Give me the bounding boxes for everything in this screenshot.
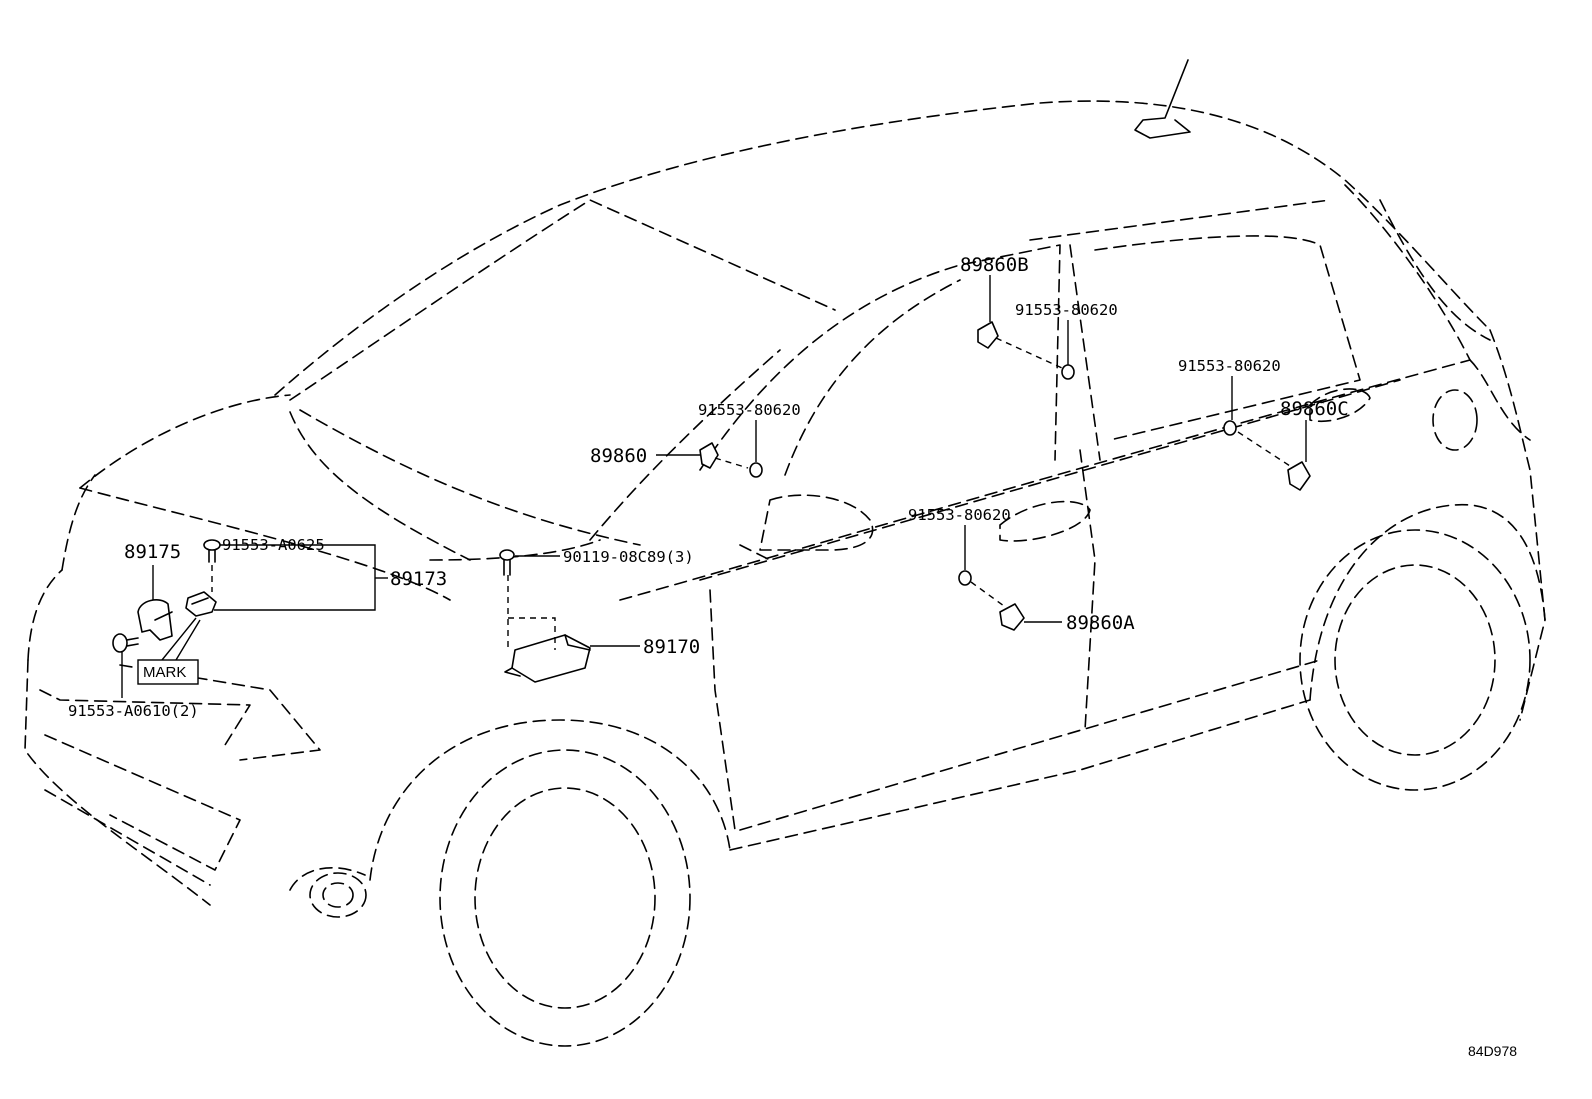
side-sensor-89860 — [699, 442, 763, 478]
label-89860C: 89860C — [1280, 398, 1349, 420]
mark-box — [137, 659, 199, 685]
bolt-91553-A0625 — [203, 539, 221, 592]
label-91553-80620-front: 91553-80620 — [698, 401, 801, 419]
airbag-ecu-89170 — [504, 575, 591, 683]
label-89860A: 89860A — [1066, 612, 1135, 634]
label-91553-80620-pillar: 91553-80620 — [1015, 301, 1118, 319]
label-89860B: 89860B — [960, 254, 1029, 276]
leader-lines — [121, 275, 1307, 698]
car-outline — [24, 59, 1546, 1047]
front-sensor-bracket-89175 — [137, 599, 173, 641]
rear-sensor-89860C — [1223, 420, 1311, 491]
label-89860: 89860 — [590, 445, 647, 467]
label-89173: 89173 — [390, 568, 447, 590]
pillar-sensor-89860B — [977, 321, 1075, 380]
door-sensor-89860A — [958, 570, 1025, 631]
label-91553-A0610: 91553-A0610(2) — [68, 702, 199, 720]
label-mark: MARK — [143, 664, 186, 681]
label-89170: 89170 — [643, 636, 700, 658]
front-airbag-sensor-89173 — [185, 591, 217, 617]
label-91553-A0625: 91553-A0625 — [222, 536, 325, 554]
label-89175: 89175 — [124, 541, 181, 563]
label-90119-08C89: 90119-08C89(3) — [563, 548, 694, 566]
label-91553-80620-rear: 91553-80620 — [1178, 357, 1281, 375]
bolt-91553-A0610 — [112, 633, 139, 653]
label-91553-80620-door: 91553-80620 — [908, 506, 1011, 524]
bolt-90119-08C89 — [499, 549, 515, 576]
diagram-code: 84D978 — [1468, 1043, 1517, 1059]
